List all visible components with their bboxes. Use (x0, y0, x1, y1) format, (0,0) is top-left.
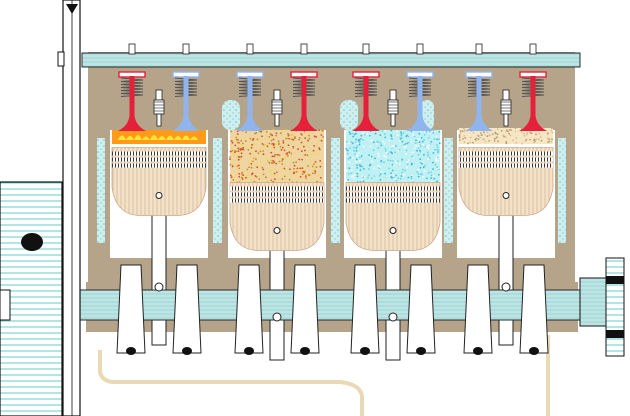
spring-icon (354, 77, 378, 97)
spring-icon (521, 77, 545, 97)
connecting-rod (498, 197, 514, 346)
valve-icon (519, 116, 547, 131)
valve-stem (476, 76, 482, 120)
spark-plug-icon (500, 89, 512, 127)
valve-stem (363, 76, 369, 120)
crank-pin (154, 282, 164, 292)
flywheel-icon (0, 181, 73, 416)
piston-ring (459, 157, 553, 162)
crank-web (116, 264, 146, 354)
crank-throw-3 (350, 264, 436, 355)
crank-web (350, 264, 380, 354)
wrist-pin (273, 227, 281, 234)
valve-stem (301, 76, 307, 120)
tappet (300, 43, 308, 55)
tappet (475, 43, 483, 55)
crank-pin (272, 312, 282, 322)
spring-icon (120, 77, 144, 97)
valves-cylinder-3 (352, 43, 434, 131)
crank-bolt-icon (126, 347, 136, 355)
spring-icon (174, 77, 198, 97)
crank-bolt-icon (360, 347, 370, 355)
crank-web (406, 264, 436, 354)
valve-icon (172, 116, 200, 131)
piston-ring (346, 198, 440, 203)
valve-icon (406, 116, 434, 131)
combustion-flame (112, 130, 206, 144)
crank-throws (116, 264, 549, 355)
valve-stem (247, 76, 253, 120)
wrist-pin (502, 192, 510, 199)
oil-return-line (98, 350, 364, 416)
valves-cylinder-4 (465, 43, 547, 131)
tappet (182, 43, 190, 55)
valvetrain (118, 43, 547, 131)
crank-bolt-icon (416, 347, 426, 355)
valve-icon (290, 116, 318, 131)
piston-ring (112, 163, 206, 168)
valve-stem (417, 76, 423, 120)
crank-web (172, 264, 202, 354)
crank-web (234, 264, 264, 354)
crank-throw-1 (116, 264, 202, 355)
piston-ring (230, 192, 324, 197)
crank-web (463, 264, 493, 354)
piston-ring (346, 186, 440, 191)
spring-icon (467, 77, 491, 97)
crank-pin (388, 312, 398, 322)
crank-bolt-icon (300, 347, 310, 355)
spring-icon (408, 77, 432, 97)
flywheel-bolt-icon (21, 233, 43, 251)
piston-ring (230, 198, 324, 203)
valves-cylinder-1 (118, 43, 200, 131)
spark-plug-icon (153, 89, 165, 127)
crank-bolt-icon (529, 347, 539, 355)
crank-web (290, 264, 320, 354)
valve-icon (236, 116, 264, 131)
connecting-rod (151, 197, 167, 346)
valves-cylinder-2 (236, 43, 318, 131)
crank-bolt-icon (182, 347, 192, 355)
valve-icon (352, 116, 380, 131)
piston-ring (112, 151, 206, 156)
crank-pin (501, 282, 511, 292)
piston-ring (346, 192, 440, 197)
valve-stem (129, 76, 135, 120)
valve-stem (183, 76, 189, 120)
valve-icon (465, 116, 493, 131)
valve-icon (118, 116, 146, 131)
spark-plug-icon (387, 89, 399, 127)
crank-throw-2 (234, 264, 320, 355)
crank-bolt-icon (473, 347, 483, 355)
wrist-pin (155, 192, 163, 199)
tappet (246, 43, 254, 55)
crank-throw-4 (463, 264, 549, 355)
spring-icon (292, 77, 316, 97)
camshaft-icon (81, 52, 581, 68)
coolant-jackets (97, 100, 566, 243)
tappet (529, 43, 537, 55)
piston-ring (459, 163, 553, 168)
spark-plug-icon (271, 89, 283, 127)
tappet (416, 43, 424, 55)
timing-disc-icon (57, 0, 81, 416)
spring-icon (238, 77, 262, 97)
compressed-charge (345, 129, 441, 191)
crank-web (519, 264, 549, 354)
fuel-mixture (229, 129, 325, 191)
exhaust-gas (458, 127, 554, 145)
wrist-pin (389, 227, 397, 234)
valve-stem (530, 76, 536, 120)
tappet (362, 43, 370, 55)
piston-ring (230, 186, 324, 191)
pulley-icon (579, 257, 625, 357)
piston-ring (459, 151, 553, 156)
crank-bolt-icon (244, 347, 254, 355)
piston-ring (112, 157, 206, 162)
tappet (128, 43, 136, 55)
